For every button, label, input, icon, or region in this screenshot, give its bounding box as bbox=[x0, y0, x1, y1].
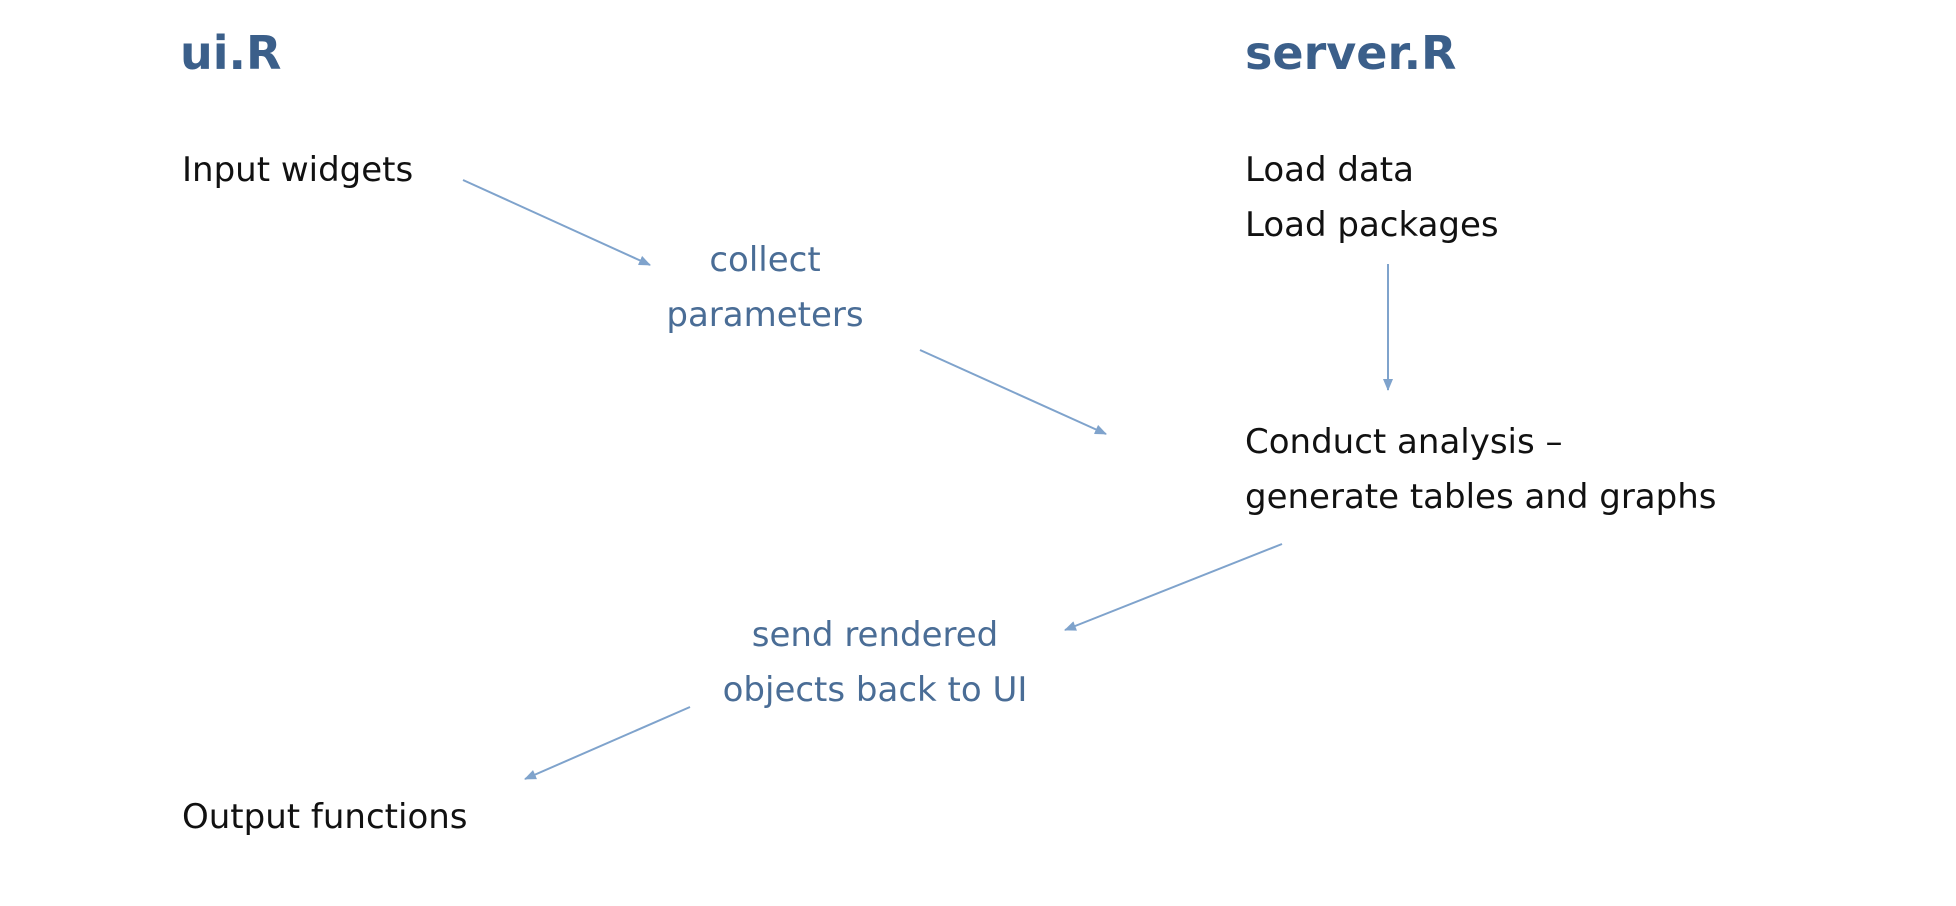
collect-parameters-line-2: parameters bbox=[666, 295, 864, 335]
collect-parameters-label: collect parameters bbox=[660, 233, 870, 343]
arrow-collect-to-analysis bbox=[919, 349, 1107, 435]
generate-tables-text: generate tables and graphs bbox=[1245, 477, 1717, 517]
output-functions-text: Output functions bbox=[182, 797, 468, 837]
load-packages-text: Load packages bbox=[1245, 205, 1499, 245]
ui-r-heading: ui.R bbox=[180, 26, 282, 80]
send-rendered-objects-label: send rendered objects back to UI bbox=[705, 608, 1045, 718]
analysis-block: Conduct analysis – generate tables and g… bbox=[1245, 415, 1716, 525]
load-data-text: Load data bbox=[1245, 150, 1414, 190]
input-widgets-text: Input widgets bbox=[182, 150, 414, 190]
arrow-send-to-output bbox=[524, 706, 691, 780]
arrow-analysis-to-send bbox=[1064, 543, 1283, 631]
server-load-block: Load data Load packages bbox=[1245, 143, 1499, 253]
arrow-input-to-collect bbox=[462, 179, 651, 266]
send-rendered-line-1: send rendered bbox=[751, 615, 999, 655]
collect-parameters-line-1: collect bbox=[709, 240, 821, 280]
server-r-heading: server.R bbox=[1245, 26, 1457, 80]
send-rendered-line-2: objects back to UI bbox=[722, 670, 1028, 710]
conduct-analysis-text: Conduct analysis – bbox=[1245, 422, 1563, 462]
